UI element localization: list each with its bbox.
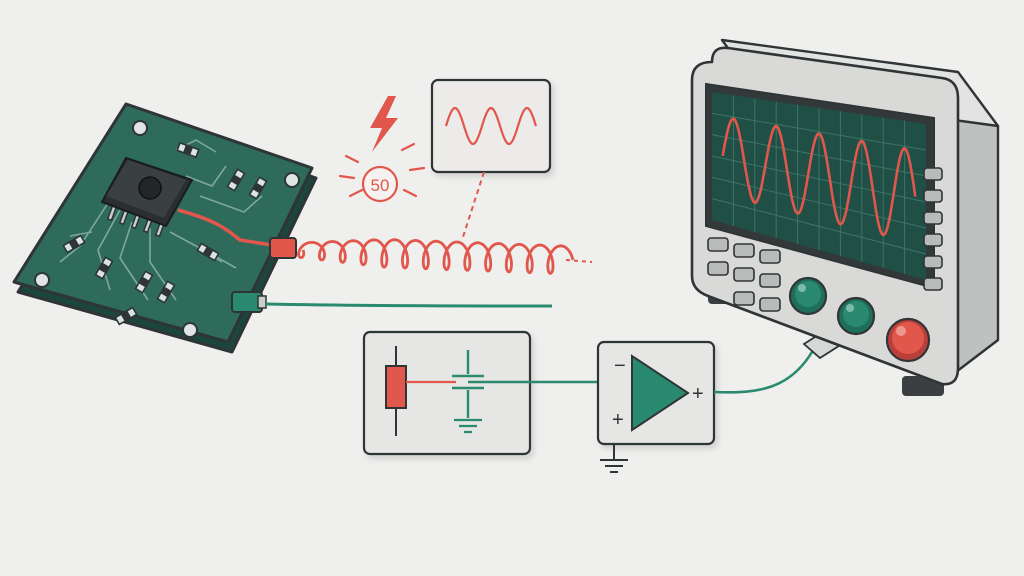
noise-wire-tail — [565, 259, 593, 263]
scope-button-grid — [707, 237, 781, 312]
opamp-plus-label: + — [612, 409, 624, 431]
opamp-icon — [631, 354, 690, 432]
mounting-holes — [34, 120, 300, 338]
capacitor-icon — [452, 350, 484, 418]
scope-side-button[interactable] — [923, 167, 943, 181]
scope-grid-line — [711, 198, 927, 255]
scope-knob-teal-2[interactable] — [836, 296, 876, 336]
signal-wire — [265, 302, 553, 308]
scope-button[interactable] — [759, 249, 781, 264]
scope-side-button[interactable] — [923, 189, 943, 203]
scope-grid-line — [711, 112, 927, 151]
scope-side-button[interactable] — [923, 277, 943, 291]
scope-button[interactable] — [759, 273, 781, 288]
opamp-panel: − + + — [596, 340, 716, 473]
scope-grid-line — [711, 155, 927, 203]
callout-sine-wave — [444, 106, 538, 146]
scope-side-button[interactable] — [923, 255, 943, 269]
scope-button[interactable] — [707, 237, 729, 252]
ic-chip — [101, 157, 193, 238]
noise-waveform-callout — [430, 78, 552, 174]
scope-grid-line — [711, 134, 927, 177]
output-cable — [713, 351, 814, 394]
red-connector — [177, 208, 297, 259]
pcb-board — [12, 102, 318, 354]
scope-side-button[interactable] — [923, 211, 943, 225]
frequency-badge — [361, 165, 399, 203]
scope-button[interactable] — [733, 291, 755, 306]
scope-side-buttons — [923, 167, 943, 291]
scope-knob-teal-1[interactable] — [788, 276, 828, 316]
scope-button[interactable] — [733, 243, 755, 258]
frequency-label: 50 — [371, 176, 390, 195]
noise-coupling-wire — [297, 238, 575, 275]
scope-grid — [711, 95, 927, 274]
burst-rays — [338, 142, 426, 198]
resistor-icon — [385, 346, 407, 436]
rc-filter-panel — [362, 330, 600, 456]
scope-button[interactable] — [733, 267, 755, 282]
teal-connector — [231, 291, 267, 313]
opamp-minus-label: − — [614, 355, 626, 377]
scope-button[interactable] — [707, 261, 729, 276]
opamp-output-label: + — [692, 383, 704, 405]
interference-source: 50 — [338, 96, 426, 203]
scope-waveform — [721, 117, 917, 237]
scope-knob-red[interactable] — [885, 317, 931, 363]
opamp-ground-icon — [600, 444, 628, 473]
oscilloscope — [690, 38, 1000, 396]
scope-button[interactable] — [759, 297, 781, 312]
callout-pointer — [461, 171, 485, 241]
scope-side-button[interactable] — [923, 233, 943, 247]
smd-components — [62, 141, 268, 326]
lightning-icon — [370, 96, 398, 152]
ground-icon — [454, 418, 482, 434]
